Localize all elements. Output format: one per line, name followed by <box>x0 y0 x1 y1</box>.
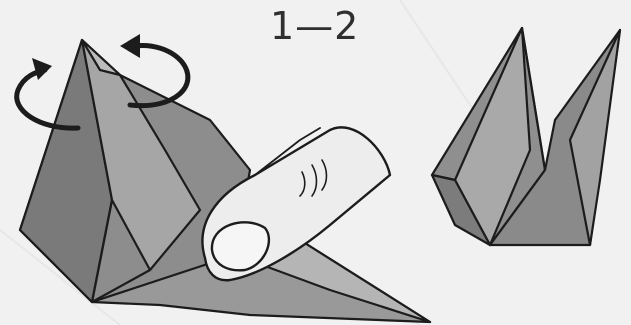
rotate-arrow-left-head <box>32 58 52 80</box>
step-label: 1—2 <box>270 4 390 48</box>
origami-figure-right <box>432 28 620 245</box>
rotate-arrow-right-head <box>120 34 140 58</box>
